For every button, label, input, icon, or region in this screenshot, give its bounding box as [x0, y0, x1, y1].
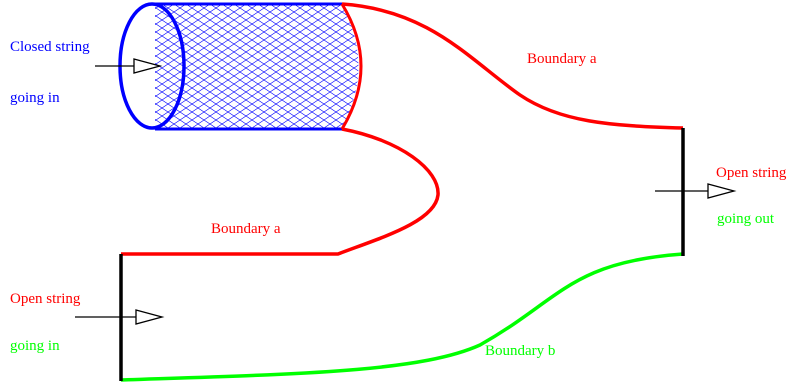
boundary-b-label: Boundary b — [485, 343, 555, 359]
open-in-label-1: Open string — [10, 291, 81, 307]
open-out-label-2: going out — [717, 211, 775, 227]
closed-arrow-head — [133, 58, 163, 74]
boundary-a-bottom-curve — [121, 127, 440, 256]
closed-string-label-2: going in — [10, 90, 60, 106]
boundary-a-bottom-label: Boundary a — [211, 221, 281, 237]
open-in-arrow-head — [135, 309, 165, 325]
boundary-b-curve — [120, 252, 684, 382]
tube-body — [155, 5, 359, 128]
open-out-label-1: Open string — [716, 165, 787, 181]
boundary-a-top-label: Boundary a — [527, 51, 597, 67]
open-out-arrow-head — [707, 183, 737, 199]
tube-end-arc — [340, 3, 363, 130]
open-in-label-2: going in — [10, 338, 60, 354]
closed-string-label-1: Closed string — [10, 39, 90, 55]
boundary-a-top-curve — [341, 2, 684, 130]
